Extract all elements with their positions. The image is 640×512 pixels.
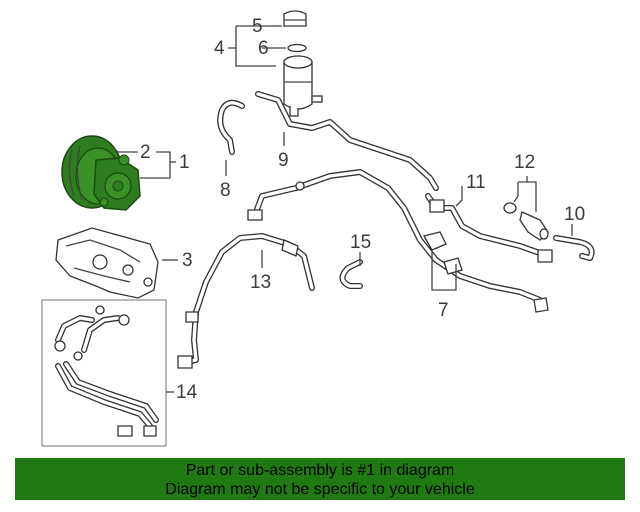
callout-13: 13 [250, 272, 271, 293]
pump-bracket [55, 227, 159, 299]
banner-line-2: Diagram may not be specific to your vehi… [165, 481, 475, 498]
fitting-12 [503, 202, 549, 241]
callout-4: 4 [214, 38, 225, 59]
return-line-9 [255, 91, 439, 191]
power-steering-pump[interactable] [61, 135, 141, 211]
callout-8: 8 [220, 180, 231, 201]
hose-15 [339, 259, 363, 289]
reservoir-tank [283, 55, 323, 117]
callout-15: 15 [350, 232, 371, 253]
parts-diagram: 2 1 3 5 6 4 8 9 [41, 10, 595, 447]
o-ring [287, 43, 307, 53]
callout-9: 9 [278, 150, 289, 171]
hose-8 [217, 99, 245, 155]
hose-10 [553, 235, 595, 261]
callout-10: 10 [564, 204, 585, 225]
callout-5: 5 [252, 16, 263, 37]
pressure-line-7 [247, 169, 549, 313]
banner-line-1: Part or sub-assembly is #1 in diagram [185, 462, 455, 479]
callout-7: 7 [438, 300, 449, 321]
inset-parts-14 [54, 305, 159, 437]
reservoir-cap [283, 10, 307, 27]
callout-2: 2 [140, 142, 151, 163]
callout-6: 6 [258, 38, 269, 59]
callout-11: 11 [466, 172, 486, 193]
info-banner: Part or sub-assembly is #1 in diagram Di… [15, 458, 625, 500]
callout-14: 14 [176, 382, 198, 403]
callout-12: 12 [514, 152, 535, 173]
callout-1: 1 [179, 152, 190, 173]
callout-3: 3 [182, 250, 193, 271]
line-13 [177, 233, 315, 369]
line-11 [425, 193, 553, 263]
